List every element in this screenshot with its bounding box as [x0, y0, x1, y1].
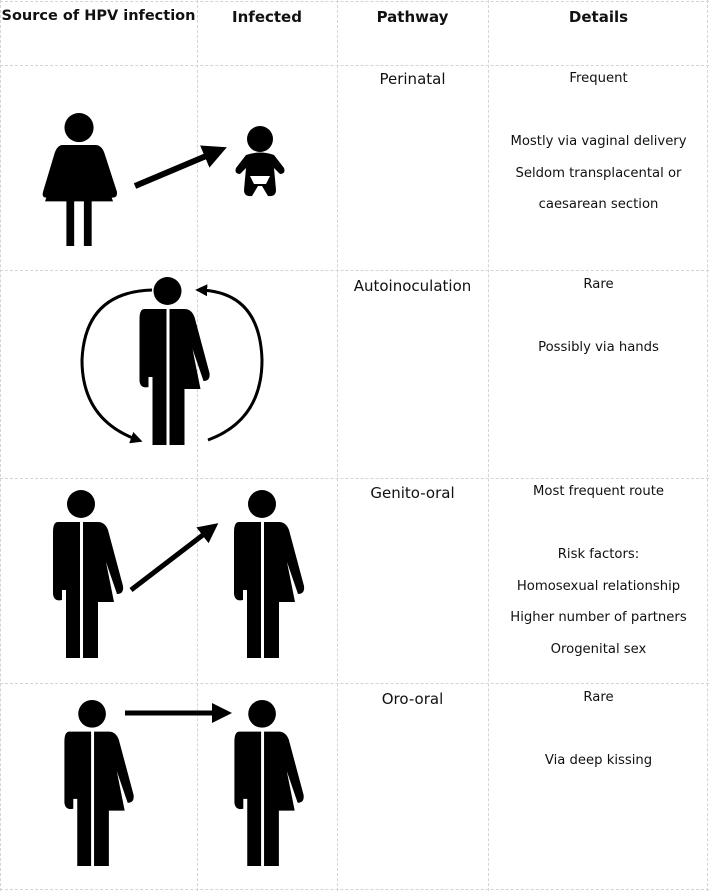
pathway-oro-oral: Oro-oral — [381, 690, 444, 708]
circular-arrow-right-icon — [195, 284, 264, 442]
detail-line: caesarean section — [538, 197, 659, 213]
detail-line: Seldom transplacental or — [515, 165, 682, 181]
detail-line: Rare — [583, 277, 614, 292]
row3-genito-oral-figures — [53, 490, 305, 658]
detail-line: Higher number of partners — [510, 610, 687, 626]
baby-icon — [235, 126, 285, 197]
circular-arrow-left-icon — [80, 288, 153, 444]
grid-line — [197, 0, 198, 891]
details-autoinoculation: Rare Possibly via hands — [488, 269, 709, 364]
grid-line — [707, 0, 708, 891]
grid-line — [0, 0, 1, 891]
header-source: Source of HPV infection — [1, 8, 196, 24]
grid-line — [488, 0, 489, 891]
grid-line — [0, 270, 709, 271]
pathway-perinatal: Perinatal — [379, 70, 446, 88]
detail-line: Via deep kissing — [544, 753, 653, 769]
arrow-icon — [133, 145, 227, 189]
row4-oro-oral-figures — [64, 700, 304, 867]
row1-perinatal-figures — [42, 112, 285, 247]
mother-icon — [42, 112, 118, 247]
header-details: Details — [568, 8, 629, 26]
grid-line — [0, 478, 709, 479]
source-person-icon — [53, 490, 124, 658]
details-perinatal: Frequent Mostly via vaginal delivery Sel… — [488, 63, 709, 221]
source-person-icon — [64, 700, 134, 867]
header-pathway: Pathway — [376, 8, 449, 26]
grid-line — [0, 1, 709, 2]
detail-line: Mostly via vaginal delivery — [510, 134, 687, 150]
details-genito-oral: Most frequent route Risk factors: Homose… — [488, 476, 709, 666]
pathway-autoinoculation: Autoinoculation — [353, 277, 472, 295]
row2-autoinoculation-figures — [80, 277, 264, 445]
detail-line: Rare — [583, 690, 614, 705]
grid-line — [0, 889, 709, 890]
grid-line — [0, 683, 709, 684]
detail-line: Orogenital sex — [550, 641, 647, 657]
detail-line: Most frequent route — [533, 484, 664, 499]
grid-line — [0, 65, 709, 66]
detail-line: Risk factors: — [557, 547, 640, 563]
infected-person-icon — [234, 700, 304, 867]
arrow-icon — [129, 523, 219, 592]
pathway-genito-oral: Genito-oral — [370, 484, 455, 502]
header-infected: Infected — [232, 8, 302, 26]
person-icon — [139, 277, 210, 445]
detail-line: Frequent — [569, 71, 628, 86]
detail-line: Possibly via hands — [538, 340, 659, 356]
detail-line: Homosexual relationship — [516, 578, 681, 594]
details-oro-oral: Rare Via deep kissing — [488, 682, 709, 777]
infected-person-icon — [234, 490, 305, 658]
grid-line — [337, 0, 338, 891]
